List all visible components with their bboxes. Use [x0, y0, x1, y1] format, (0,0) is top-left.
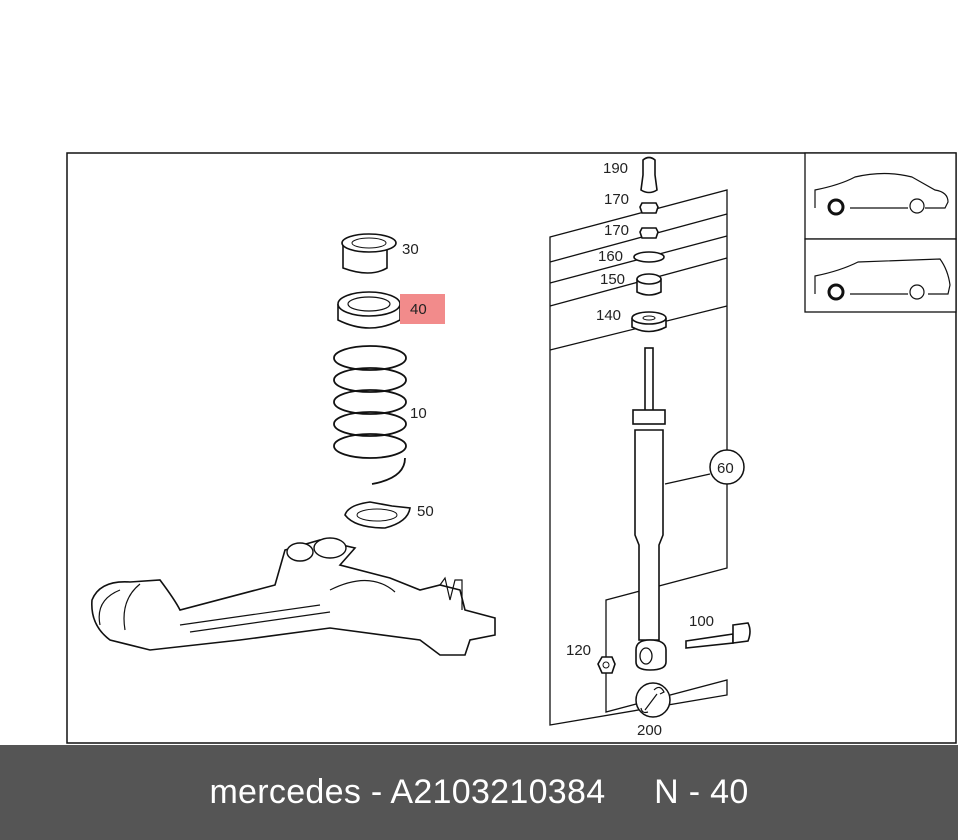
part-60-shock-absorber: [632, 347, 667, 671]
callout-circle-60: [709, 449, 745, 485]
callout-120[interactable]: 120: [566, 642, 591, 659]
part-150-rubber-mount: [636, 273, 662, 296]
part-120-nut: [597, 656, 616, 674]
callout-140[interactable]: 140: [596, 307, 621, 324]
part-40-spring-pad: [337, 291, 401, 329]
part-number-caption: mercedes - A2103210384 N - 40: [209, 773, 749, 811]
callout-40[interactable]: 40: [410, 301, 427, 318]
part-30-spring-mount: [341, 233, 397, 274]
footer-bar: mercedes - A2103210384 N - 40: [0, 745, 958, 840]
part-140-rubber-mount: [631, 311, 667, 333]
sedan-icon[interactable]: [814, 172, 949, 216]
callout-150[interactable]: 150: [600, 271, 625, 288]
wrench-icon: [635, 682, 671, 718]
callout-60[interactable]: 60: [717, 460, 734, 477]
callout-30[interactable]: 30: [402, 241, 419, 258]
callout-190[interactable]: 190: [603, 160, 628, 177]
part-190-cap: [640, 156, 658, 194]
control-arm: [91, 537, 496, 656]
callout-170-upper[interactable]: 170: [604, 191, 629, 208]
callout-170-lower[interactable]: 170: [604, 222, 629, 239]
part-10-coil-spring: [333, 345, 407, 485]
part-160-washer: [633, 251, 665, 263]
part-170-nut-upper: [639, 202, 659, 214]
part-50-spring-seat: [344, 501, 411, 529]
callout-10[interactable]: 10: [410, 405, 427, 422]
part-100-bolt: [685, 622, 751, 649]
part-170-nut-lower: [639, 227, 659, 239]
callout-200[interactable]: 200: [637, 722, 662, 739]
parts-diagram: 190 170 170 160 150 140 30 40 10 50 60 1…: [66, 152, 957, 744]
wagon-icon[interactable]: [814, 258, 951, 301]
callout-50[interactable]: 50: [417, 503, 434, 520]
callout-highlight-40: [400, 294, 445, 324]
vehicle-selector: [804, 152, 957, 313]
callout-160[interactable]: 160: [598, 248, 623, 265]
callout-100[interactable]: 100: [689, 613, 714, 630]
